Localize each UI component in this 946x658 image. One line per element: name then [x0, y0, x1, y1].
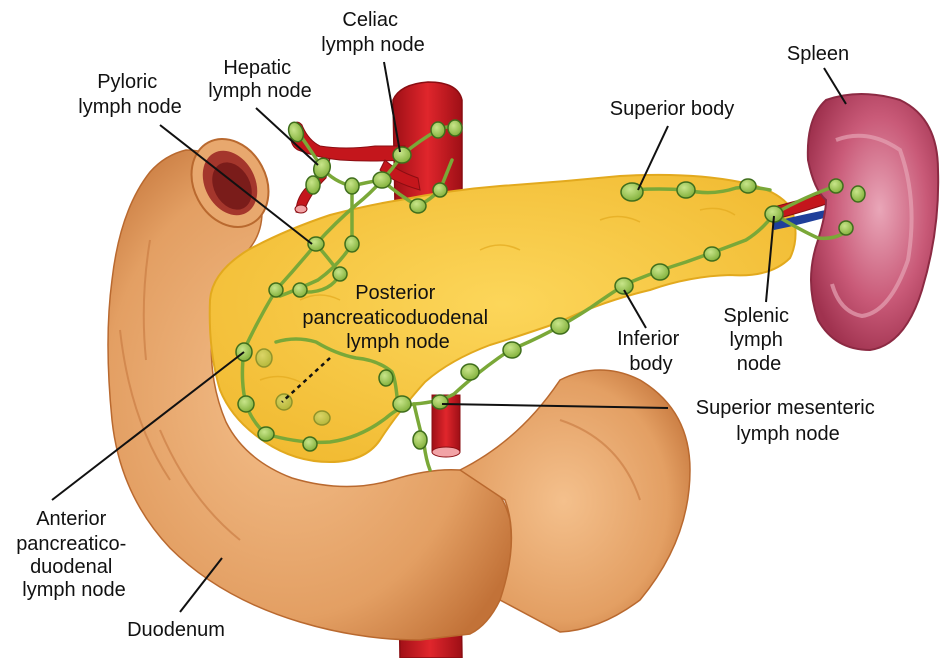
label-pyloric: Pyloric lymph node [78, 71, 181, 118]
node-inferior-3 [551, 318, 569, 334]
node-superior-body-2 [677, 182, 695, 198]
node-posterior-3 [314, 411, 330, 425]
label-splenic: Splenic lymph node [723, 305, 794, 375]
node-celiac-1 [373, 172, 391, 188]
node-inferior-2 [503, 342, 521, 358]
node-pyloric-5 [269, 283, 283, 297]
node-splenic-3 [851, 186, 865, 202]
label-spleen: Spleen [787, 43, 849, 65]
node-inferior-1 [461, 364, 479, 380]
node-posterior-1 [256, 349, 272, 367]
node-superior-body-3 [740, 179, 756, 193]
node-inferior-6 [704, 247, 720, 261]
node-posterior-2 [276, 394, 292, 410]
node-hepatic-3 [306, 176, 320, 194]
node-celiac-2 [393, 147, 411, 163]
node-celiac-3 [431, 122, 445, 138]
node-splenic-4 [839, 221, 853, 235]
node-smesenteric-3 [413, 431, 427, 449]
label-anterior: Anterior pancreatico- duodenal lymph nod… [16, 508, 132, 601]
node-smesenteric-1 [379, 370, 393, 386]
label-superior-body: Superior body [610, 98, 735, 120]
node-inferior-5 [651, 264, 669, 280]
node-hepatic-4 [345, 178, 359, 194]
node-anterior-3 [258, 427, 274, 441]
node-smesenteric-2 [393, 396, 411, 412]
node-anterior-2 [238, 396, 254, 412]
label-inferior-body: Inferior body [617, 328, 685, 375]
node-pyloric-3 [333, 267, 347, 281]
node-pyloric-2 [345, 236, 359, 252]
node-splenic-2 [829, 179, 843, 193]
node-celiac-6 [433, 183, 447, 197]
label-duodenum: Duodenum [127, 619, 225, 641]
node-smesenteric-4 [432, 395, 448, 409]
label-hepatic: Hepatic lymph node [208, 57, 311, 102]
leader-inferior-body [624, 290, 646, 328]
node-anterior-4 [303, 437, 317, 451]
node-pyloric-4 [293, 283, 307, 297]
node-celiac-5 [410, 199, 426, 213]
label-superior-mesenteric: Superior mesenteric lymph node [696, 397, 881, 445]
node-celiac-4 [448, 120, 462, 136]
label-celiac: Celiac lymph node [321, 9, 424, 56]
spleen [808, 94, 938, 350]
